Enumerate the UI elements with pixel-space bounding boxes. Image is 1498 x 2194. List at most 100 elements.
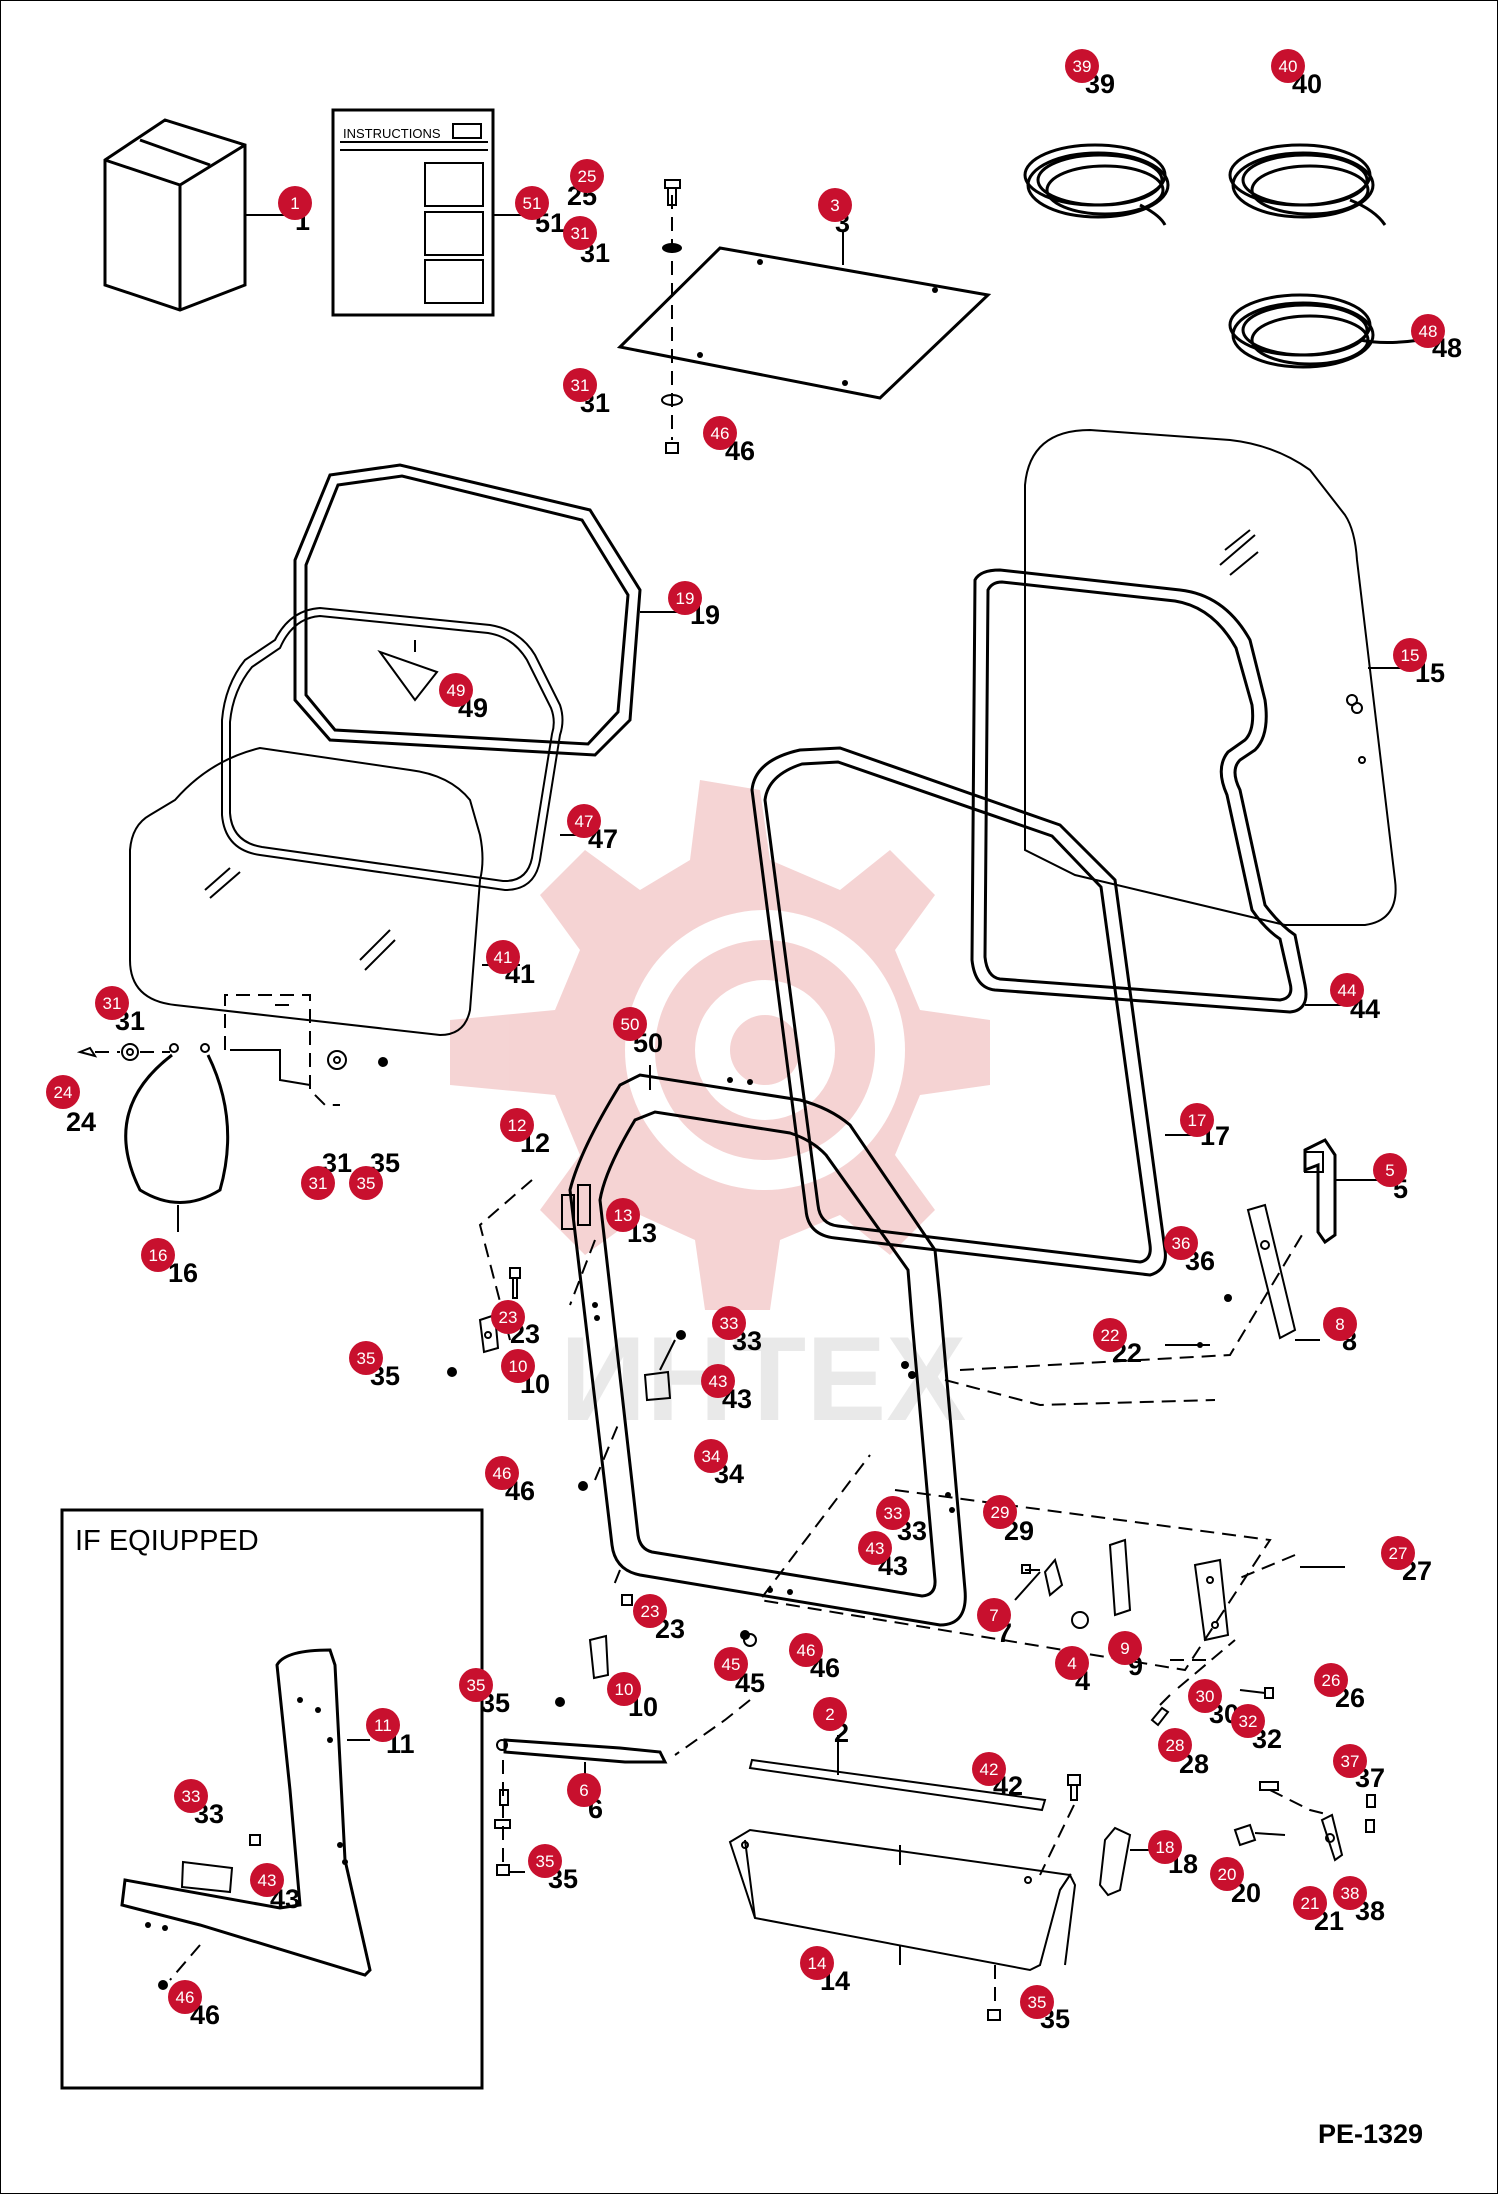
window-seal-19 bbox=[293, 463, 680, 757]
callout-badge[interactable] bbox=[563, 368, 597, 402]
callout-badge[interactable] bbox=[1055, 1646, 1089, 1680]
callout-badge[interactable] bbox=[501, 1349, 535, 1383]
door-frame-50 bbox=[568, 1065, 967, 1627]
callout-badge-number: 30 bbox=[1196, 1687, 1215, 1706]
callout-badge[interactable] bbox=[500, 1108, 534, 1142]
callout-badge[interactable] bbox=[858, 1531, 892, 1565]
callout-badge[interactable] bbox=[1323, 1307, 1357, 1341]
callout-badge[interactable] bbox=[1333, 1876, 1367, 1910]
callout-badge[interactable] bbox=[46, 1075, 80, 1109]
callout-badge[interactable] bbox=[570, 159, 604, 193]
callout-badge-number: 23 bbox=[499, 1308, 518, 1327]
callout-badge[interactable] bbox=[1210, 1857, 1244, 1891]
callout-badge[interactable] bbox=[459, 1668, 493, 1702]
callout-badge-number: 40 bbox=[1279, 57, 1298, 76]
callout-badge[interactable] bbox=[486, 940, 520, 974]
callout-badge[interactable] bbox=[485, 1456, 519, 1490]
callout-badge[interactable] bbox=[563, 216, 597, 250]
callout-badge[interactable] bbox=[1381, 1536, 1415, 1570]
callout-badge[interactable] bbox=[528, 1844, 562, 1878]
callout-badge-number: 48 bbox=[1419, 322, 1438, 341]
callout-badge[interactable] bbox=[972, 1752, 1006, 1786]
callout-badge-number: 36 bbox=[1172, 1234, 1191, 1253]
callout-badge[interactable] bbox=[1164, 1226, 1198, 1260]
callout-badge-number: 23 bbox=[641, 1602, 660, 1621]
callout-badge[interactable] bbox=[789, 1633, 823, 1667]
callout-badge[interactable] bbox=[278, 186, 312, 220]
callout-badge[interactable] bbox=[714, 1647, 748, 1681]
callout-badge[interactable] bbox=[366, 1708, 400, 1742]
callout-badge[interactable] bbox=[168, 1980, 202, 2014]
callout-badge[interactable] bbox=[515, 186, 549, 220]
callout-badge[interactable] bbox=[606, 1198, 640, 1232]
callout-badge-number: 33 bbox=[884, 1504, 903, 1523]
callout-badge-number: 19 bbox=[676, 589, 695, 608]
callout-badge[interactable] bbox=[1020, 1985, 1054, 2019]
callout-badge[interactable] bbox=[813, 1697, 847, 1731]
callout-8: 88 bbox=[1323, 1307, 1357, 1356]
callout-badge[interactable] bbox=[1158, 1728, 1192, 1762]
callout-badge[interactable] bbox=[668, 581, 702, 615]
callout-badge[interactable] bbox=[1148, 1830, 1182, 1864]
callout-badge-number: 49 bbox=[447, 681, 466, 700]
callout-badge-number: 29 bbox=[991, 1503, 1010, 1522]
callout-badge[interactable] bbox=[694, 1439, 728, 1473]
callout-badge[interactable] bbox=[349, 1166, 383, 1200]
callout-badge[interactable] bbox=[95, 986, 129, 1020]
callout-badge[interactable] bbox=[977, 1598, 1011, 1632]
callout-badge[interactable] bbox=[1231, 1704, 1265, 1738]
callout-badge[interactable] bbox=[491, 1300, 525, 1334]
callout-badge-number: 10 bbox=[615, 1680, 634, 1699]
callout-badge[interactable] bbox=[703, 416, 737, 450]
callout-badge[interactable] bbox=[349, 1341, 383, 1375]
callout-badge[interactable] bbox=[1108, 1631, 1142, 1665]
callout-badge[interactable] bbox=[800, 1946, 834, 1980]
callout-badge[interactable] bbox=[876, 1496, 910, 1530]
callout-badge[interactable] bbox=[1411, 314, 1445, 348]
callout-badge[interactable] bbox=[1293, 1886, 1327, 1920]
bracket-43-upper bbox=[578, 1330, 686, 1491]
callout-badge[interactable] bbox=[983, 1495, 1017, 1529]
callout-badge[interactable] bbox=[567, 1773, 601, 1807]
callout-badge[interactable] bbox=[1314, 1663, 1348, 1697]
callout-badge[interactable] bbox=[1271, 49, 1305, 83]
callout-badge[interactable] bbox=[174, 1779, 208, 1813]
callout-badge-number: 9 bbox=[1120, 1639, 1129, 1658]
callout-badge-number: 28 bbox=[1166, 1736, 1185, 1755]
callout-badge[interactable] bbox=[301, 1166, 335, 1200]
callout-badge[interactable] bbox=[633, 1594, 667, 1628]
callout-badge[interactable] bbox=[613, 1007, 647, 1041]
callout-badge[interactable] bbox=[1373, 1153, 1407, 1187]
callout-badge[interactable] bbox=[1065, 49, 1099, 83]
callout-badge[interactable] bbox=[1180, 1103, 1214, 1137]
callout-badge-number: 27 bbox=[1389, 1544, 1408, 1563]
callout-badge-number: 39 bbox=[1073, 57, 1092, 76]
callout-badge[interactable] bbox=[1188, 1679, 1222, 1713]
callout-badge[interactable] bbox=[1093, 1318, 1127, 1352]
callout-badge-number: 31 bbox=[309, 1174, 328, 1193]
callout-badge[interactable] bbox=[1333, 1744, 1367, 1778]
callout-badge[interactable] bbox=[1393, 638, 1427, 672]
callout-badge[interactable] bbox=[1330, 973, 1364, 1007]
callout-badge[interactable] bbox=[567, 804, 601, 838]
callout-badge[interactable] bbox=[250, 1863, 284, 1897]
callout-badge[interactable] bbox=[439, 673, 473, 707]
callout-badge[interactable] bbox=[818, 188, 852, 222]
callout-badge-number: 37 bbox=[1341, 1752, 1360, 1771]
callout-5: 55 bbox=[1373, 1153, 1408, 1204]
callout-badge[interactable] bbox=[607, 1672, 641, 1706]
latch-mechanism bbox=[758, 1454, 1345, 1672]
callout-badge[interactable] bbox=[701, 1364, 735, 1398]
callout-badge[interactable] bbox=[141, 1238, 175, 1272]
callout-badge[interactable] bbox=[712, 1306, 746, 1340]
